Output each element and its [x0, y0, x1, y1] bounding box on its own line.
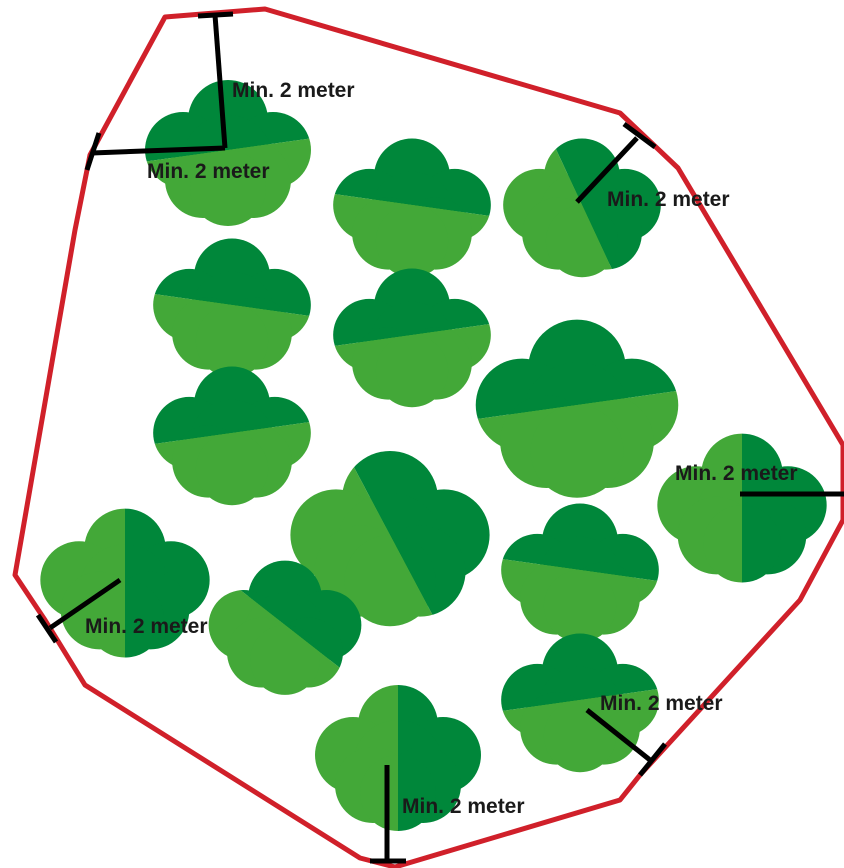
- tree-t9: [657, 434, 826, 583]
- measure-label-1: Min. 2 meter: [232, 79, 355, 102]
- measure-label-7: Min. 2 meter: [402, 795, 525, 818]
- tree-t7: [134, 345, 330, 527]
- measure-label-2: Min. 2 meter: [147, 160, 270, 183]
- measure-label-4: Min. 2 meter: [675, 462, 798, 485]
- measure-label-3: Min. 2 meter: [607, 188, 730, 211]
- measure-label-5: Min. 2 meter: [85, 615, 208, 638]
- measure-label-6: Min. 2 meter: [600, 692, 723, 715]
- measure-tick-1: [198, 14, 233, 16]
- measure-tick-6: [640, 744, 665, 775]
